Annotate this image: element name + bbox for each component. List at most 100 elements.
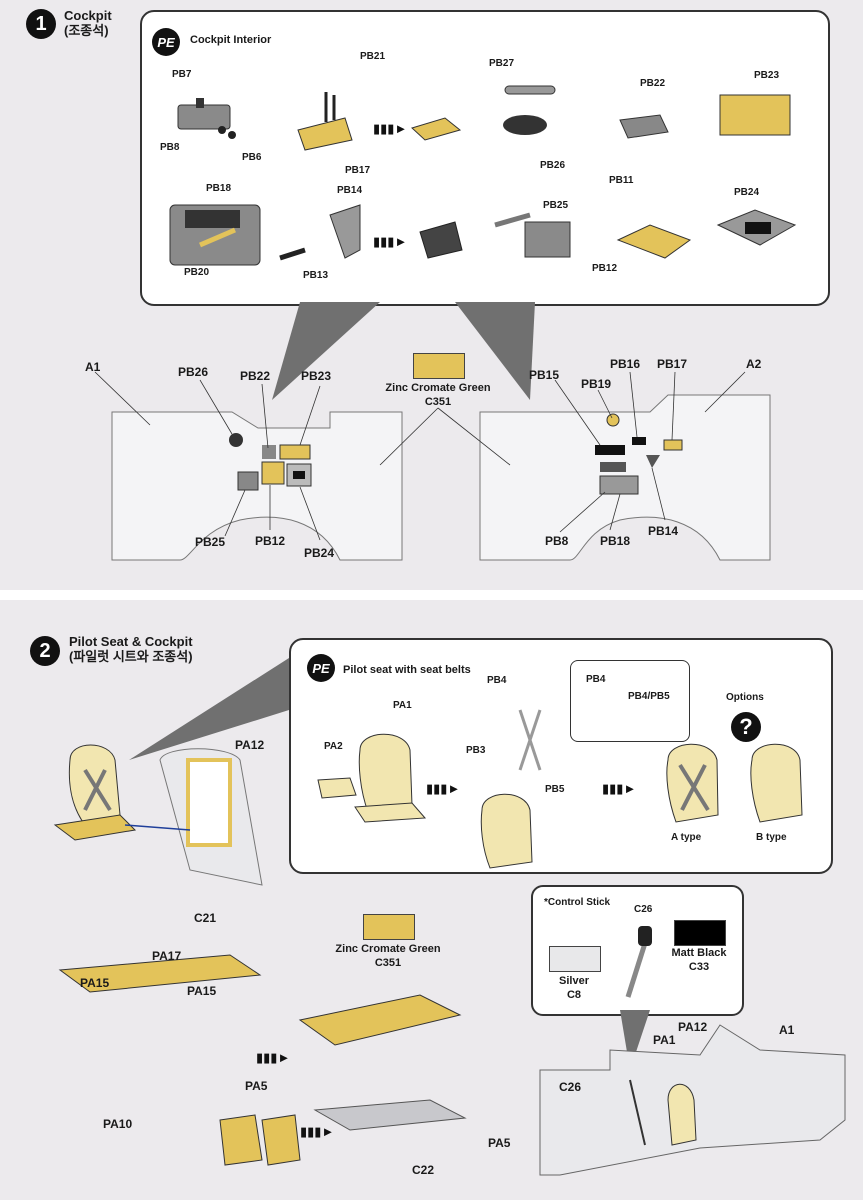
label-pb21: PB21	[360, 51, 386, 62]
svg-text:▮▮▮►: ▮▮▮►	[373, 234, 407, 249]
label-pa1-fuselage: PA1	[653, 1033, 676, 1047]
matt-black-name: Matt Black	[671, 947, 727, 959]
label-pb22: PB22	[640, 78, 666, 89]
pe-panel-title: Pilot seat with seat belts	[343, 664, 471, 676]
label-pa1: PA1	[393, 700, 412, 711]
label-left-pb22: PB22	[240, 369, 271, 383]
label-pb5: PB5	[545, 784, 565, 795]
label-a-type: A type	[671, 832, 702, 843]
label-pb25: PB25	[543, 200, 569, 211]
paint-swatch-silver	[549, 946, 601, 972]
section1-artwork: ▮▮▮► ▮▮▮►	[94, 85, 797, 561]
matt-black-note: Matt Black C33	[654, 946, 744, 974]
label-pb26: PB26	[540, 160, 566, 171]
label-a2: A2	[746, 357, 762, 371]
callout-pointer-left	[272, 302, 380, 400]
label-pb4: PB4	[487, 675, 507, 686]
matt-black-code: C33	[688, 961, 710, 973]
label-right-pb14: PB14	[648, 524, 679, 538]
pe-seat-parts: ▮▮▮► ▮▮▮►	[317, 709, 803, 869]
step-2-section: 2 Pilot Seat & Cockpit (파일럿 시트와 조종석) PE …	[0, 600, 863, 1200]
svg-text:▮▮▮►: ▮▮▮►	[300, 1124, 334, 1139]
question-mark: ?	[739, 714, 753, 739]
pe-badge-text: PE	[157, 34, 175, 50]
paint-code: C351	[374, 957, 402, 969]
label-pb8: PB8	[160, 142, 180, 153]
label-options: Options	[726, 692, 764, 703]
paint-name: Zinc Cromate Green	[335, 943, 441, 955]
svg-text:▮▮▮►: ▮▮▮►	[373, 121, 407, 136]
step-title-ko: (파일럿 시트와 조종석)	[69, 649, 193, 664]
label-pb27: PB27	[489, 58, 515, 69]
label-left-pb25: PB25	[195, 535, 226, 549]
label-c22: C22	[412, 1163, 435, 1177]
pe-badge: PE	[152, 28, 180, 56]
svg-text:▮▮▮►: ▮▮▮►	[256, 1050, 290, 1065]
step-1-section: 1 Cockpit (조종석) PE Cockpit Interior ▮▮▮►	[0, 0, 863, 590]
pe-cockpit-interior-panel: PE Cockpit Interior	[140, 10, 830, 306]
step-number-badge: 2	[30, 636, 60, 666]
svg-text:▮▮▮►: ▮▮▮►	[602, 781, 636, 796]
paint-note: Zinc Cromate Green C351	[318, 942, 458, 970]
belt-detail-inset	[570, 660, 690, 742]
label-inset-pb4: PB4	[586, 674, 606, 685]
label-pb11: PB11	[609, 175, 634, 186]
label-b-type: B type	[756, 832, 787, 843]
label-right-pb17: PB17	[657, 357, 688, 371]
seat-assembly-left	[53, 744, 137, 841]
label-pa5-fuselage: PA5	[488, 1136, 511, 1150]
label-pa17: PA17	[152, 949, 182, 963]
pe-badge-text: PE	[312, 660, 330, 676]
pe-badge: PE	[307, 654, 335, 682]
label-pb4-pb5: PB4/PB5	[628, 691, 670, 702]
label-left-pb26: PB26	[178, 365, 209, 379]
label-pa12: PA12	[235, 738, 265, 752]
label-pb13: PB13	[303, 270, 329, 281]
label-pb19: PB19	[581, 377, 612, 391]
label-pb7: PB7	[172, 69, 192, 80]
label-right-pb8: PB8	[545, 534, 569, 548]
step-title: Pilot Seat & Cockpit (파일럿 시트와 조종석)	[69, 634, 193, 664]
step-title-ko: (조종석)	[64, 23, 109, 38]
step-number-badge: 1	[26, 9, 56, 39]
label-pa5: PA5	[245, 1079, 268, 1093]
label-a1-fuselage: A1	[779, 1023, 795, 1037]
pe-panel-title: Cockpit Interior	[190, 34, 272, 46]
floor-parts: ▮▮▮► ▮▮▮►	[58, 954, 467, 1166]
silver-note: Silver C8	[544, 974, 604, 1002]
label-a1: A1	[85, 360, 101, 374]
question-icon: ?	[731, 712, 761, 742]
paint-name: Zinc Cromate Green	[385, 382, 491, 394]
silver-code: C8	[566, 989, 582, 1001]
paint-swatch-zinc-chromate-green	[413, 353, 465, 379]
control-stick-title: *Control Stick	[544, 897, 611, 908]
label-pa12-fuselage: PA12	[678, 1020, 708, 1034]
fuselage-a1	[539, 1024, 846, 1176]
leader-lines	[94, 371, 746, 541]
paint-swatch-matt-black	[674, 920, 726, 946]
section2-artwork: ▮▮▮► ▮▮▮► ▮▮▮► ▮▮▮►	[53, 658, 846, 1176]
step-title-en: Cockpit	[64, 8, 112, 23]
label-left-pb24: PB24	[304, 546, 335, 560]
step-number: 1	[35, 12, 47, 35]
pe-parts-row1: ▮▮▮►	[177, 85, 791, 151]
step-title-en: Pilot Seat & Cockpit	[69, 634, 193, 649]
label-pa15-left: PA15	[80, 976, 110, 990]
control-stick	[625, 926, 652, 998]
label-left-pb12: PB12	[255, 534, 286, 548]
label-pb24: PB24	[734, 187, 760, 198]
label-c26-callout: C26	[634, 904, 653, 915]
label-pb23: PB23	[754, 70, 780, 81]
label-pb15: PB15	[529, 368, 560, 382]
label-pb16: PB16	[610, 357, 641, 371]
label-pb12: PB12	[592, 263, 618, 274]
label-pb18: PB18	[206, 183, 232, 194]
label-c26-fuselage: C26	[559, 1080, 582, 1094]
paint-swatch-zinc-chromate-green	[363, 914, 415, 940]
step-number: 2	[39, 639, 51, 662]
paint-code: C351	[424, 396, 452, 408]
callout-pointer-right	[455, 302, 535, 400]
svg-text:▮▮▮►: ▮▮▮►	[426, 781, 460, 796]
label-pa10: PA10	[103, 1117, 133, 1131]
step-title: Cockpit (조종석)	[64, 8, 112, 38]
